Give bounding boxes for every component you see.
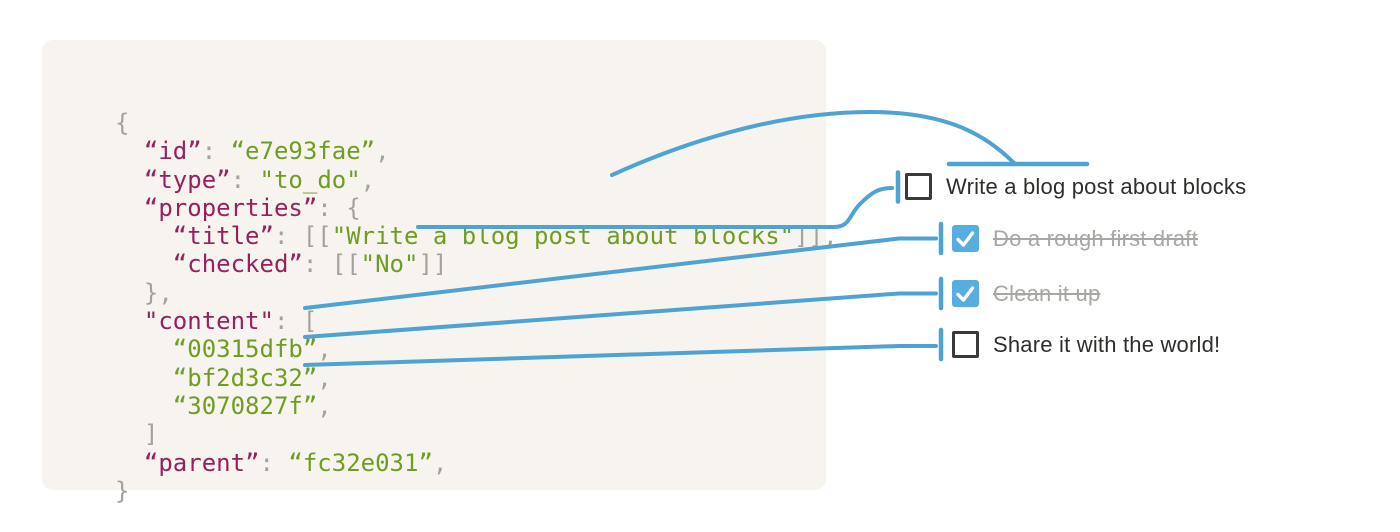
json-punct <box>115 222 173 250</box>
json-punct: { <box>115 109 130 137</box>
json-key: “title” <box>172 222 274 251</box>
json-punct: : <box>230 165 260 194</box>
json-punct: , <box>375 137 390 166</box>
json-string: “bf2d3c32” <box>172 363 318 392</box>
json-punct <box>115 335 173 363</box>
json-punct: , <box>432 448 448 477</box>
json-code: { “id”: “e7e93fae”, “type”: "to_do", “pr… <box>115 109 837 505</box>
json-punct: : [ <box>273 307 318 336</box>
json-punct <box>115 137 144 165</box>
code-line: }, <box>115 279 837 307</box>
json-key: “parent” <box>143 448 260 477</box>
json-punct: ]], <box>794 222 838 251</box>
json-key: “id” <box>143 137 202 166</box>
json-punct: : <box>259 448 289 477</box>
json-punct <box>115 392 173 420</box>
code-line: “type”: "to_do", <box>115 166 837 194</box>
checkmark-icon <box>956 286 975 302</box>
checkbox-icon[interactable] <box>952 280 979 307</box>
json-punct: }, <box>115 278 173 307</box>
json-punct: : <box>201 137 231 166</box>
json-key: "content" <box>143 307 274 336</box>
json-punct: , <box>360 165 376 194</box>
json-punct: , <box>317 335 332 364</box>
code-line: } <box>115 477 837 505</box>
json-punct: ]] <box>418 250 448 279</box>
json-punct <box>115 166 144 194</box>
code-line: { <box>115 109 837 137</box>
code-line: “id”: “e7e93fae”, <box>115 137 837 165</box>
todo-item-label: Share it with the world! <box>993 332 1221 357</box>
todo-item-label: Write a blog post about blocks <box>946 174 1247 199</box>
json-punct: : [[ <box>273 222 332 251</box>
json-string: "Write a blog post about blocks" <box>331 222 795 251</box>
code-line: “checked”: [["No"]] <box>115 250 837 278</box>
json-key: “type” <box>143 165 231 194</box>
json-string: "to_do" <box>259 165 361 194</box>
json-punct: : [[ <box>302 250 361 279</box>
todo-item-label: Clean it up <box>993 281 1101 306</box>
checkbox-icon[interactable] <box>952 225 979 252</box>
json-punct: , <box>317 391 332 420</box>
todo-item: Do a rough first draft <box>952 225 1198 252</box>
code-line: “00315dfb”, <box>115 335 837 363</box>
json-string: “00315dfb” <box>172 335 318 364</box>
json-punct <box>115 250 173 278</box>
todo-item: Share it with the world! <box>952 331 1220 358</box>
json-key: “properties” <box>143 193 318 222</box>
code-line: "content": [ <box>115 307 837 335</box>
json-string: “e7e93fae” <box>230 137 376 166</box>
json-string: "No" <box>360 250 419 279</box>
checkbox-icon[interactable] <box>952 331 979 358</box>
json-punct <box>115 194 144 222</box>
json-punct: , <box>317 363 332 392</box>
code-line: “properties”: { <box>115 194 837 222</box>
json-punct: : { <box>317 193 361 222</box>
code-line: “3070827f”, <box>115 392 837 420</box>
json-string: “3070827f” <box>172 391 318 420</box>
code-line: “parent”: “fc32e031”, <box>115 449 837 477</box>
code-line: “bf2d3c32”, <box>115 364 837 392</box>
checkmark-icon <box>956 231 975 247</box>
json-punct: ] <box>115 420 159 449</box>
json-punct <box>115 364 173 392</box>
todo-item-label: Do a rough first draft <box>993 226 1198 251</box>
json-punct <box>115 449 144 477</box>
todo-item: Clean it up <box>952 280 1100 307</box>
code-line: ] <box>115 420 837 448</box>
checkbox-icon[interactable] <box>905 173 932 200</box>
code-line: “title”: [["Write a blog post about bloc… <box>115 222 838 251</box>
json-string: “fc32e031” <box>288 448 433 477</box>
json-punct <box>115 307 144 335</box>
json-key: “checked” <box>172 250 303 279</box>
json-punct: } <box>115 476 130 505</box>
todo-item: Write a blog post about blocks <box>905 173 1246 200</box>
json-code-block: { “id”: “e7e93fae”, “type”: "to_do", “pr… <box>42 40 837 505</box>
